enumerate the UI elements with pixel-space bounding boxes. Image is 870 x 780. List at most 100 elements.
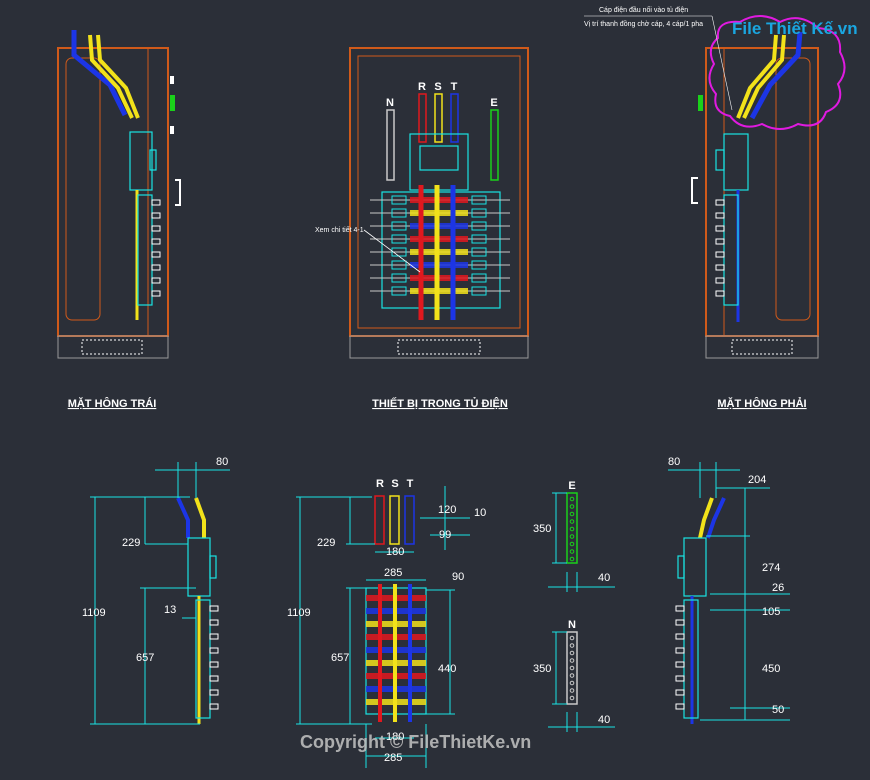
breaker-block: [471, 234, 487, 244]
terminal-lug: [715, 212, 725, 219]
right-side-view-title: MẶT HÔNG PHẢI: [717, 397, 806, 410]
busbar-dimension-view: R S T 229 1109 657 120 10 99 180 285: [287, 478, 486, 768]
terminal-lug: [151, 251, 161, 258]
dim-mid-total: 1109: [287, 607, 311, 619]
busbar-label-e: E: [490, 97, 497, 109]
terminal-lug: [715, 277, 725, 284]
bar-hole: [569, 643, 575, 648]
terminal-lug: [675, 689, 685, 696]
dim-breaker-width: 285: [384, 567, 402, 579]
dim-rst-thickness: 10: [474, 507, 486, 519]
left-side-view: [57, 30, 181, 359]
terminal-lug: [675, 661, 685, 668]
bar-hole: [569, 665, 575, 671]
breaker-block: [471, 208, 487, 218]
breaker-block: [471, 247, 487, 257]
dim-rst-offset: 99: [439, 529, 451, 541]
dim-e-height: 350: [533, 523, 551, 535]
terminal-lug: [715, 199, 725, 206]
bar-hole: [569, 556, 575, 562]
terminal-lug: [715, 238, 725, 245]
bar-hole: [569, 680, 575, 686]
equipment-view-title: THIẾT BỊ TRONG TỦ ĐIỆN: [372, 397, 508, 410]
terminal-lug: [209, 619, 219, 626]
breaker-block: [391, 234, 407, 244]
copyright-watermark: Copyright © FileThietKe.vn: [300, 732, 531, 752]
bar-hole: [569, 511, 575, 517]
terminal-lug: [675, 619, 685, 626]
dim-bus-height: 440: [438, 663, 456, 675]
dim-right-bottom: 50: [772, 704, 784, 716]
dim-left-top-offset: 80: [216, 456, 228, 468]
breaker-block: [391, 260, 407, 270]
bar-hole: [569, 526, 575, 532]
dim-label-t: T: [407, 478, 414, 490]
bar-hole: [569, 549, 575, 554]
earth-neutral-bars: E N 350 40 350 40: [533, 480, 615, 732]
watermark-logo: File Thiết Kế.vn: [732, 19, 858, 38]
terminal-lug: [209, 647, 219, 654]
terminal-lug: [675, 703, 685, 710]
bar-hole: [569, 650, 575, 656]
terminal-lug: [675, 647, 685, 654]
terminal-lug: [209, 605, 219, 612]
right-side-view: Cáp điện đầu nối vào tủ điện Vị trí than…: [584, 5, 846, 359]
dim-n-width: 40: [598, 714, 610, 726]
dim-rst-height: 120: [438, 504, 456, 516]
dim-mid-upper: 229: [317, 537, 335, 549]
dim-bus-top: 90: [452, 571, 464, 583]
dim-bus-total-bottom: 285: [384, 752, 402, 764]
terminal-lug: [151, 264, 161, 271]
breaker-block: [471, 260, 487, 270]
terminal-lug: [715, 251, 725, 258]
terminal-lug: [151, 290, 161, 297]
breaker-block: [471, 286, 487, 296]
breaker-block: [391, 273, 407, 283]
dim-right-upper: 274: [762, 562, 780, 574]
bar-hole: [569, 534, 575, 539]
dim-n-height: 350: [533, 663, 551, 675]
dim-right-top-offset: 80: [668, 456, 680, 468]
dim-rst-width: 180: [386, 546, 404, 558]
dim-left-upper: 229: [122, 537, 140, 549]
dim-left-lower: 657: [136, 652, 154, 664]
breaker-block: [391, 221, 407, 231]
earth-bar-label: E: [568, 480, 575, 492]
dim-left-gap: 13: [164, 604, 176, 616]
breaker-block: [471, 221, 487, 231]
bar-hole: [569, 519, 575, 524]
dim-e-width: 40: [598, 572, 610, 584]
busbar-position-note: Vị trí thanh đồng chờ cáp, 4 cáp/1 pha: [584, 19, 703, 28]
terminal-lug: [151, 199, 161, 206]
left-side-view-title: MẶT HÔNG TRÁI: [68, 397, 157, 410]
terminal-lug: [675, 605, 685, 612]
dim-right-lower: 450: [762, 663, 780, 675]
busbar-label-n: N: [386, 97, 394, 109]
dim-right-a: 26: [772, 582, 784, 594]
dim-label-r: R: [376, 478, 384, 490]
terminal-lug: [151, 212, 161, 219]
bar-hole: [569, 541, 575, 547]
busbar-label-r: R: [418, 81, 426, 93]
terminal-lug: [151, 225, 161, 232]
terminal-lug: [151, 238, 161, 245]
terminal-lug: [715, 225, 725, 232]
breaker-block: [391, 195, 407, 205]
terminal-lug: [715, 264, 725, 271]
terminal-lug: [715, 290, 725, 297]
dim-label-s: S: [391, 478, 398, 490]
terminal-lug: [209, 661, 219, 668]
bar-hole: [569, 496, 575, 502]
terminal-lug: [209, 675, 219, 682]
terminal-lug: [151, 277, 161, 284]
breaker-block: [471, 273, 487, 283]
dim-bus-width-bottom: 180: [386, 731, 404, 743]
bar-hole: [569, 658, 575, 663]
dim-mid-lower: 657: [331, 652, 349, 664]
right-dimension-view: 80 204 274 26 105 450 50: [668, 456, 790, 724]
dim-left-total: 1109: [82, 607, 106, 619]
bar-hole: [569, 504, 575, 509]
terminal-lug: [675, 675, 685, 682]
terminal-lug: [209, 689, 219, 696]
